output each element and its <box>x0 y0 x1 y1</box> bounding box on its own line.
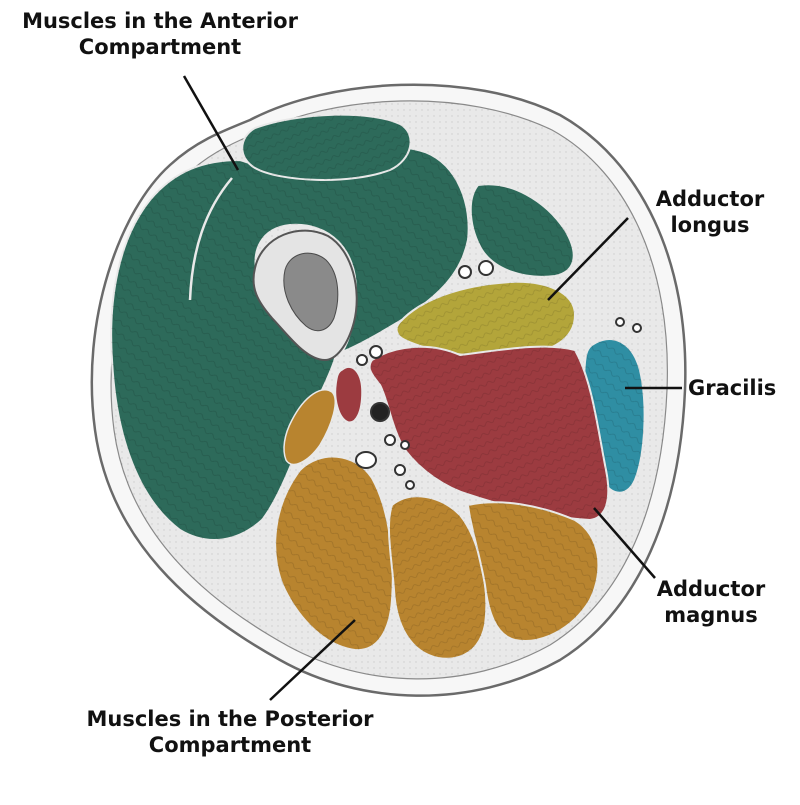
posterior-label-line1: Muscles in the Posterior <box>86 707 374 731</box>
anterior-label-line2: Compartment <box>78 35 242 59</box>
adductor-magnus-label-line2: magnus <box>664 603 758 627</box>
adductor-magnus-label-line1: Adductor <box>656 577 766 601</box>
neurovascular-structures <box>355 260 642 490</box>
adductor-magnus-label: Adductor magnus <box>636 576 786 628</box>
adductor-longus-texture <box>396 281 575 358</box>
posterior-compartment-label: Muscles in the Posterior Compartment <box>60 706 400 758</box>
gracilis-label: Gracilis <box>688 375 776 401</box>
adductor-magnus-texture <box>369 346 609 520</box>
leader-lines <box>182 75 682 701</box>
posterior-label-line2: Compartment <box>148 733 312 757</box>
anterior-compartment-label: Muscles in the Anterior Compartment <box>10 8 310 60</box>
adductor-brevis-muscle <box>334 366 363 423</box>
anterior-septum <box>188 177 233 301</box>
gracilis-label-line1: Gracilis <box>688 376 777 400</box>
adductor-longus-label-line2: longus <box>670 213 750 237</box>
anterior-label-line1: Muscles in the Anterior <box>22 9 298 33</box>
adductor-longus-label: Adductor longus <box>640 186 780 238</box>
posterior-muscle-medial-texture <box>468 502 599 641</box>
adductor-longus-label-line1: Adductor <box>655 187 765 211</box>
posterior-muscle-short-head <box>283 389 336 466</box>
anterior-texture <box>111 146 469 541</box>
sartorius-texture <box>470 184 574 277</box>
rectus-femoris-texture <box>242 114 411 180</box>
posterior-muscle-middle-texture <box>388 496 487 659</box>
posterior-muscle-lateral-texture <box>275 456 393 651</box>
femur-marrow <box>283 252 339 332</box>
